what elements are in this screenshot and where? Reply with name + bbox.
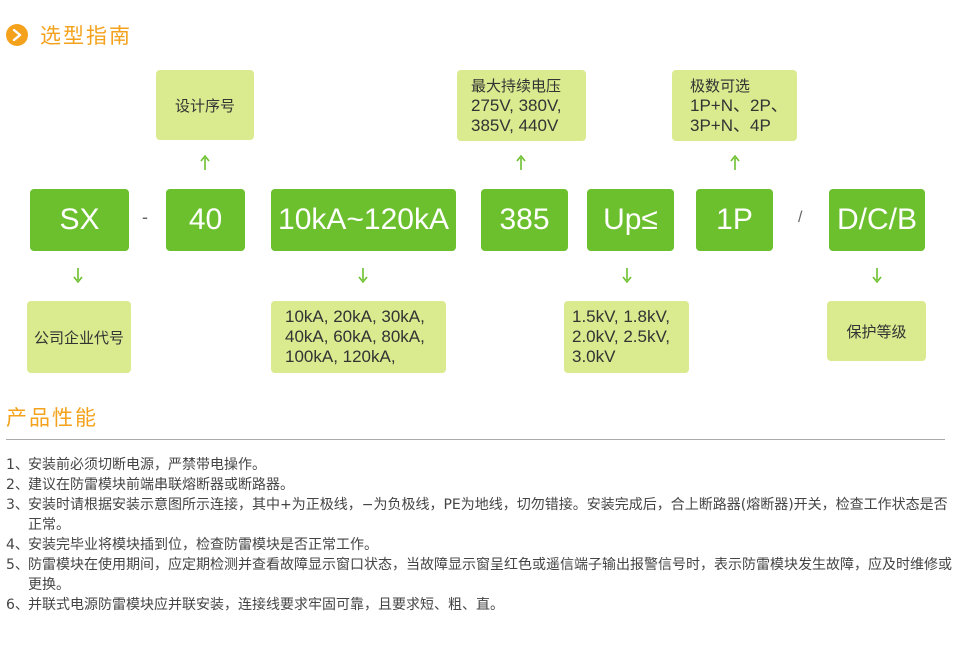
note-line: 2.0kV, 2.5kV, [572,327,670,346]
note-max-continuous-voltage: 最大持续电压 275V, 380V, 385V, 440V [457,70,586,141]
section-title-performance: 产品性能 [6,406,98,430]
code-company: SX [30,189,129,251]
code-separator-dash: - [142,207,148,227]
note-line: 3P+N、4P [690,115,771,135]
note-design-number: 设计序号 [156,70,254,140]
note-line: 10kA, 20kA, 30kA, [285,307,425,326]
code-poles: 1P [696,189,773,251]
note-line: 275V, 380V, [471,95,562,115]
code-design-number: 40 [166,189,245,251]
list-item-text: 安装前必须切断电源，严禁带电操作。 [28,457,266,473]
note-line: 1P+N、2P、 [690,95,788,115]
arrow-down-icon [358,268,368,284]
list-item-number: 4、 [6,537,29,553]
divider [6,439,945,440]
note-company-code: 公司企业代号 [27,301,131,373]
section-title-selection-guide: 选型指南 [40,24,132,48]
note-line: 100kA, 120kA, [285,347,396,366]
note-up-options: 1.5kV, 1.8kV, 2.0kV, 2.5kV, 3.0kV [564,301,689,373]
note-line: 40kA, 60kA, 80kA, [285,327,425,346]
list-item-number: 3、 [6,497,29,513]
note-protection-class: 保护等级 [827,301,926,361]
note-line: 1.5kV, 1.8kV, [572,307,670,326]
arrow-down-icon [73,268,83,284]
list-item: 5、 防雷模块在使用期间，应定期检测并查看故障显示窗口状态，当故障显示窗呈红色或… [6,555,961,595]
note-line: 3.0kV [572,347,616,366]
arrow-down-icon [622,268,632,284]
code-voltage: 385 [481,189,568,251]
chevron-right-icon [6,24,28,46]
code-discharge-current: 10kA~120kA [271,189,456,251]
code-protection-class: D/C/B [829,189,925,251]
list-item-number: 6、 [6,597,29,613]
list-item-text: 防雷模块在使用期间，应定期检测并查看故障显示窗口状态，当故障显示窗呈红色或遥信端… [28,557,952,593]
list-item-text: 安装完毕业将模块插到位，检查防雷模块是否正常工作。 [28,537,378,553]
performance-list: 1、 安装前必须切断电源，严禁带电操作。 2、 建议在防雷模块前端串联熔断器或断… [6,455,961,615]
list-item-text: 并联式电源防雷模块应并联安装，连接线要求牢固可靠，且要求短、粗、直。 [28,597,504,613]
arrow-up-icon [200,154,210,170]
list-item: 3、 安装时请根据安装示意图所示连接，其中+为正极线，−为负极线，PE为地线，切… [6,495,961,535]
list-item: 2、 建议在防雷模块前端串联熔断器或断路器。 [6,475,961,495]
code-separator-slash: / [798,209,803,226]
list-item: 6、 并联式电源防雷模块应并联安装，连接线要求牢固可靠，且要求短、粗、直。 [6,595,961,615]
note-line: 385V, 440V [471,115,559,135]
arrow-down-icon [872,268,882,284]
list-item-text: 建议在防雷模块前端串联熔断器或断路器。 [28,477,294,493]
note-discharge-current-options: 10kA, 20kA, 30kA, 40kA, 60kA, 80kA, 100k… [271,301,446,373]
list-item-number: 2、 [6,477,29,493]
note-line: 最大持续电压 [471,76,562,95]
arrow-up-icon [730,154,740,170]
note-pole-options: 极数可选 1P+N、2P、 3P+N、4P [672,70,797,141]
arrow-up-icon [516,154,526,170]
note-line: 极数可选 [690,76,751,95]
list-item-number: 1、 [6,457,29,473]
list-item-text: 安装时请根据安装示意图所示连接，其中+为正极线，−为负极线，PE为地线，切勿错接… [28,497,948,533]
list-item-number: 5、 [6,557,29,573]
list-item: 4、 安装完毕业将模块插到位，检查防雷模块是否正常工作。 [6,535,961,555]
code-protection-level-up: Up≤ [587,189,674,251]
list-item: 1、 安装前必须切断电源，严禁带电操作。 [6,455,961,475]
